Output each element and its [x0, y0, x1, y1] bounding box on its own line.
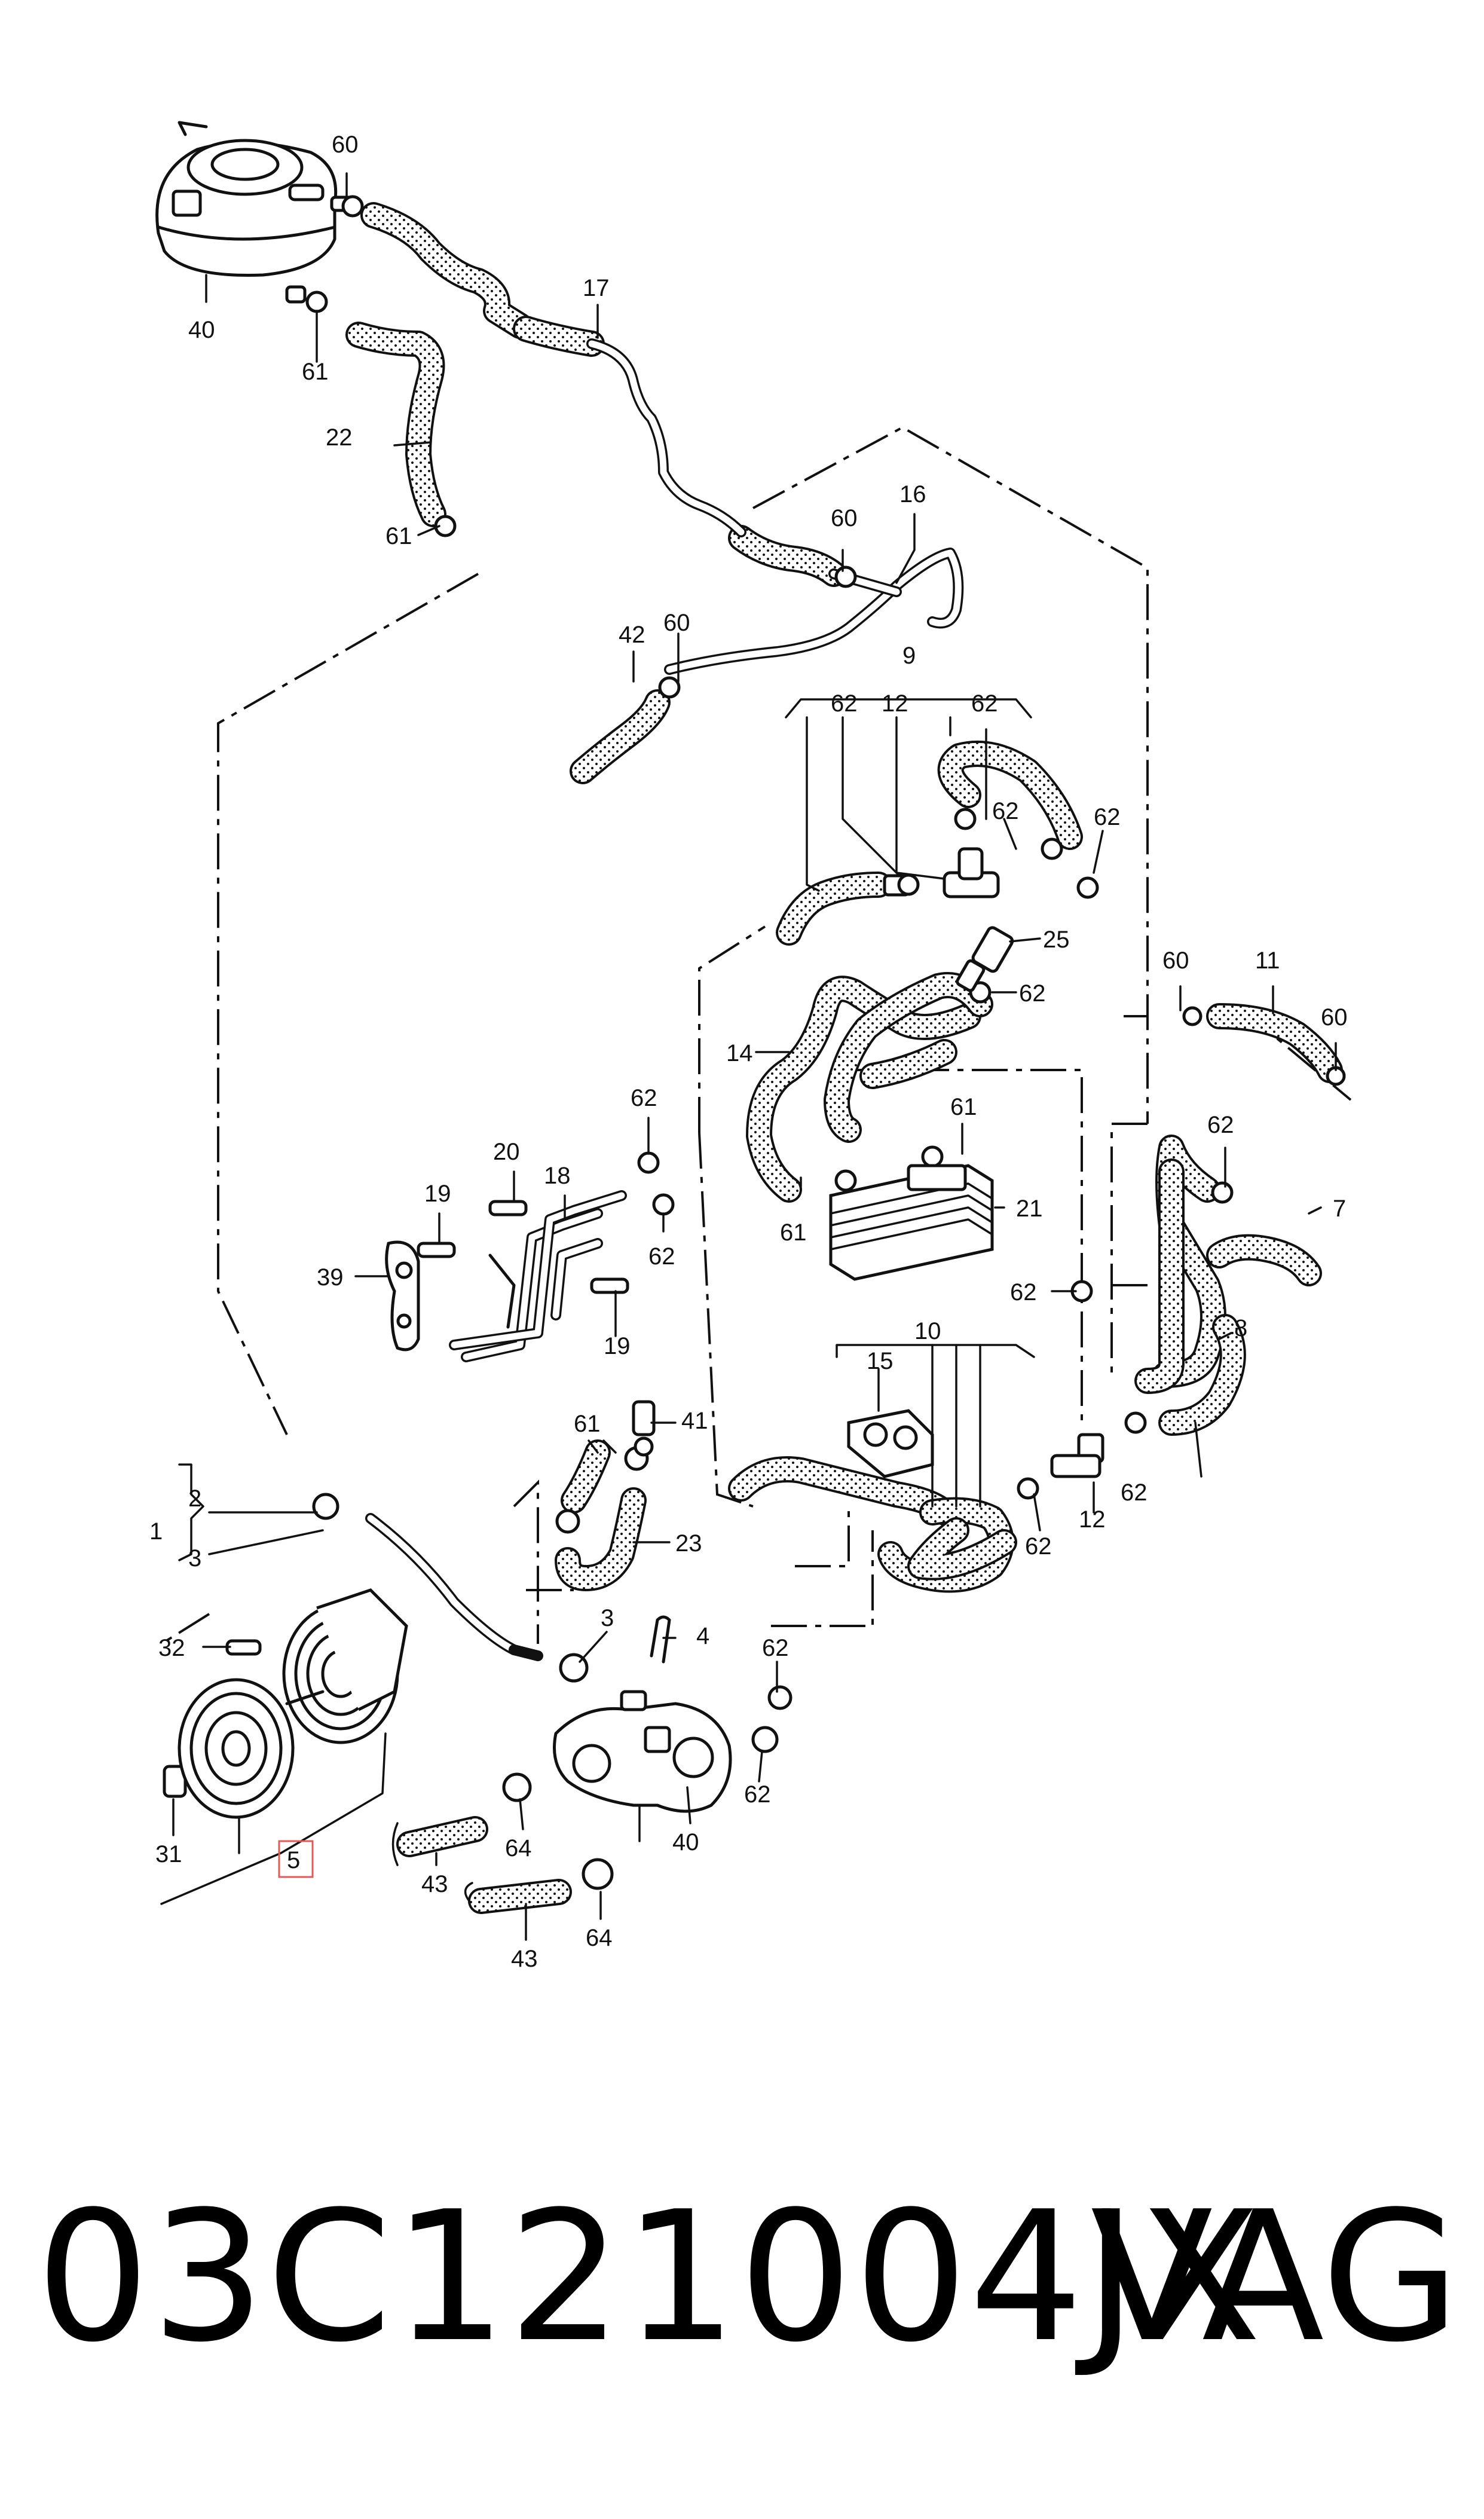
callout-31: 31: [155, 1841, 182, 1867]
callout-19: 19: [604, 1333, 631, 1359]
highlight-box-item-5: [278, 1840, 314, 1878]
callout-60: 60: [1321, 1004, 1348, 1031]
callout-14: 14: [726, 1040, 753, 1066]
callout-42: 42: [619, 622, 645, 648]
callout-62: 62: [1094, 804, 1121, 830]
callout-40-tank: 40: [188, 317, 215, 343]
callout-2: 2: [188, 1485, 201, 1512]
callout-62: 62: [971, 690, 998, 717]
callout-4: 4: [696, 1623, 709, 1649]
callout-17: 17: [583, 275, 610, 301]
callout-61: 61: [950, 1094, 977, 1120]
fastener-4: [650, 1615, 671, 1664]
bolts: [163, 1200, 629, 1798]
callout-11: 11: [1255, 947, 1280, 974]
assembly-dashed-lines: [160, 426, 1352, 1645]
callout-62: 62: [831, 690, 858, 717]
callout-62: 62: [1010, 1279, 1037, 1306]
callout-62: 62: [1207, 1112, 1234, 1138]
callout-15: 15: [867, 1348, 894, 1374]
expansion-tank: [155, 121, 360, 304]
callout-9: 9: [902, 643, 916, 669]
callout-25: 25: [1043, 927, 1070, 953]
callout-32: 32: [158, 1635, 185, 1661]
callout-64: 64: [586, 1925, 613, 1951]
callout-10: 10: [914, 1318, 941, 1344]
callout-61: 61: [780, 1219, 807, 1246]
part-15: [847, 1409, 934, 1478]
callout-62: 62: [744, 1781, 771, 1808]
callout-62: 62: [631, 1085, 657, 1111]
callout-8: 8: [1234, 1315, 1247, 1341]
leader-lines: [160, 172, 1337, 1941]
part-number: 03C121004JX: [36, 2173, 1263, 2382]
callout-61: 61: [574, 1411, 601, 1437]
t-piece-and-filter: [943, 847, 1104, 1478]
oil-cooler: [829, 1164, 994, 1281]
callout-1: 1: [149, 1518, 163, 1545]
callout-60: 60: [1162, 947, 1189, 974]
bracket-39: [385, 1240, 420, 1352]
callout-60: 60: [332, 132, 359, 158]
callout-3: 3: [601, 1605, 614, 1631]
callout-62: 62: [648, 1243, 675, 1270]
water-pump: [553, 1690, 732, 1813]
callout-62: 62: [992, 798, 1019, 824]
callout-19: 19: [424, 1181, 451, 1207]
callout-64: 64: [505, 1835, 532, 1861]
callout-43: 43: [421, 1871, 448, 1897]
callout-43: 43: [511, 1946, 538, 1972]
callout-12: 12: [1079, 1506, 1106, 1533]
callout-61: 61: [385, 523, 412, 549]
callout-40-pump: 40: [672, 1829, 699, 1855]
sensor-41: [632, 1400, 656, 1457]
callout-22: 22: [326, 424, 353, 451]
callout-61: 61: [302, 359, 329, 385]
callout-12: 12: [882, 690, 908, 717]
callout-18: 18: [544, 1163, 571, 1189]
callout-labels: 40 60 17 61 22 61 16 60 42 60 9 62 12 62…: [149, 132, 1348, 1972]
hoses: [345, 202, 1343, 1914]
callout-21: 21: [1016, 1196, 1043, 1222]
callout-62: 62: [762, 1635, 789, 1661]
callout-62: 62: [1121, 1479, 1148, 1506]
brand-label: VAG: [1090, 2173, 1460, 2382]
pulley-assembly: [178, 1588, 408, 1819]
callout-60: 60: [831, 505, 858, 531]
callout-5: 5: [287, 1847, 300, 1873]
callout-3: 3: [188, 1545, 201, 1572]
callout-20: 20: [493, 1139, 520, 1165]
parts-diagram: 40 60 17 61 22 61 16 60 42 60 9 62 12 62…: [149, 121, 1352, 1972]
callout-23: 23: [675, 1530, 702, 1557]
hose-43-ends: [391, 1822, 473, 1902]
callout-62: 62: [1019, 980, 1046, 1007]
callout-41: 41: [681, 1408, 708, 1434]
callout-62: 62: [1025, 1533, 1052, 1560]
callout-39: 39: [317, 1264, 344, 1291]
callout-60: 60: [663, 610, 690, 636]
callout-7: 7: [1333, 1196, 1346, 1222]
callout-16: 16: [899, 481, 926, 508]
